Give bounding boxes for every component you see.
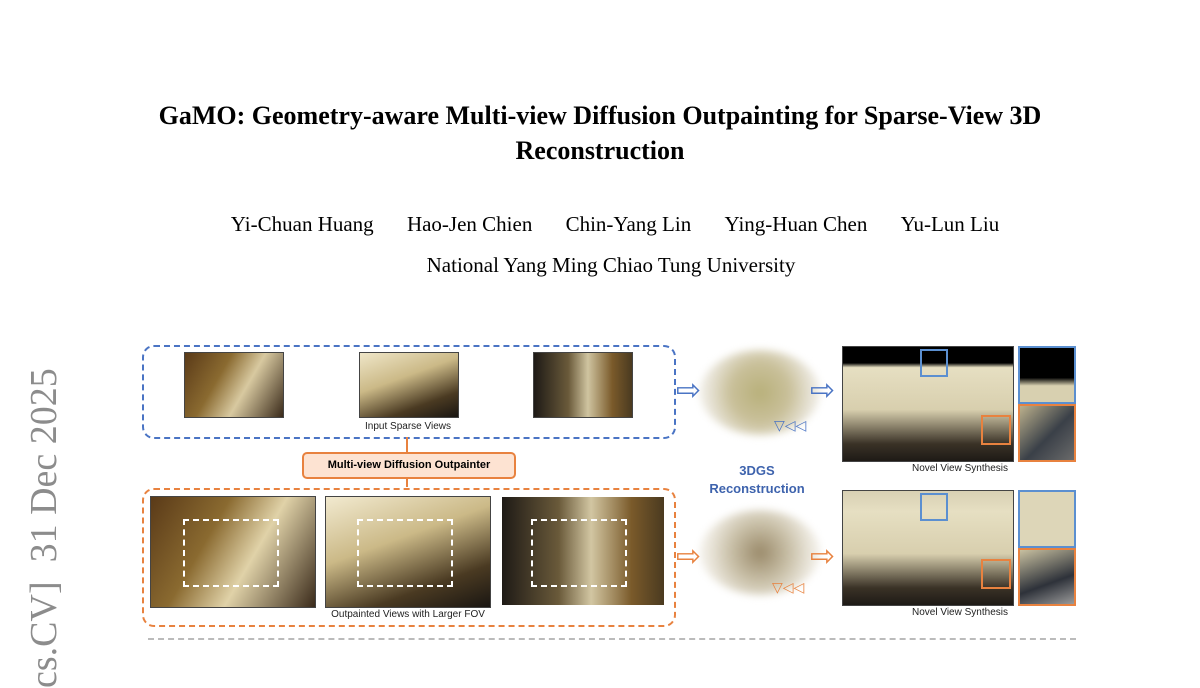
novel-view-gamo <box>842 490 1014 606</box>
input-views-caption: Input Sparse Views <box>365 421 451 432</box>
zoom-inset-orange <box>1018 548 1076 606</box>
author: Ying-Huan Chen <box>724 212 868 236</box>
author-list: Yi-Chuan Huang Hao-Jen Chien Chin-Yang L… <box>0 212 1200 237</box>
author: Yi-Chuan Huang <box>230 212 374 236</box>
connector-line <box>406 477 408 487</box>
author: Chin-Yang Lin <box>565 212 692 236</box>
recon-label-line: 3DGS <box>739 463 775 478</box>
zoom-inset-blue <box>1018 490 1076 548</box>
arrow-right-icon: ⇨ <box>810 373 836 408</box>
zoom-inset-blue <box>1018 346 1076 404</box>
arrow-right-icon: ⇨ <box>810 539 836 574</box>
input-views-box <box>142 345 676 439</box>
author: Hao-Jen Chien <box>406 212 533 236</box>
divider <box>148 638 1076 640</box>
outpainted-views-caption: Outpainted Views with Larger FOV <box>331 609 485 620</box>
arrow-right-icon: ⇨ <box>676 539 702 574</box>
nvs-caption: Novel View Synthesis <box>912 463 1008 474</box>
input-view-2 <box>359 352 459 418</box>
outpainted-view-1 <box>150 496 316 608</box>
input-view-3 <box>533 352 633 418</box>
outpainted-view-2 <box>325 496 491 608</box>
recon-label-line: Reconstruction <box>709 481 805 496</box>
author: Yu-Lun Liu <box>900 212 1000 236</box>
reconstruction-orange <box>700 510 820 595</box>
reconstruction-blue <box>700 350 820 435</box>
camera-icons: ▽◁◁ <box>772 581 805 596</box>
input-view-1 <box>184 352 284 418</box>
camera-icons: ▽◁◁ <box>774 419 807 434</box>
zoom-inset-orange <box>1018 404 1076 462</box>
outpainter-label: Multi-view Diffusion Outpainter <box>302 452 516 479</box>
outpainted-view-3 <box>501 496 665 606</box>
paper-title: GaMO: Geometry-aware Multi-view Diffusio… <box>158 101 1042 165</box>
teaser-figure: Input Sparse Views Multi-view Diffusion … <box>142 345 1076 640</box>
novel-view-baseline <box>842 346 1014 462</box>
connector-line <box>406 437 408 452</box>
arrow-right-icon: ⇨ <box>676 373 702 408</box>
nvs-caption: Novel View Synthesis <box>912 607 1008 618</box>
reconstruction-label: 3DGS Reconstruction <box>695 462 819 498</box>
affiliation: National Yang Ming Chiao Tung University <box>426 253 796 277</box>
outpainted-views-box <box>142 488 676 627</box>
